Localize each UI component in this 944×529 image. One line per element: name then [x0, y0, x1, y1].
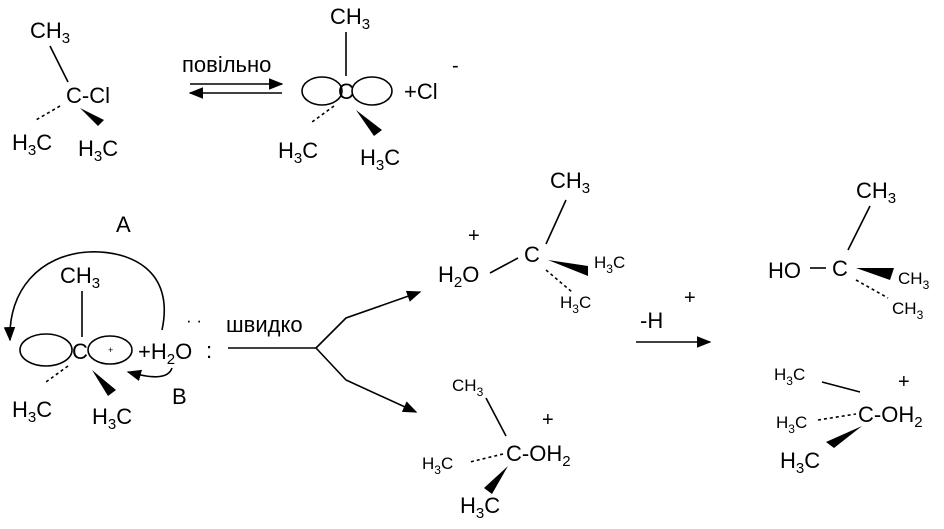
reactant-wedge-bond — [80, 108, 104, 126]
attack-lone-pair-right: : — [206, 338, 212, 363]
product-b-ch3-label: CH3 — [452, 376, 484, 399]
product-a-ch3-top: CH3 — [550, 168, 590, 197]
p-orbital-right-lobe — [351, 76, 393, 106]
reactant-tert-butyl-chloride: CH3 C-Cl H3C H3C — [12, 18, 118, 165]
nucleophilic-attack: A CH3 C + H3C H3C +H2O · · : B — [3, 212, 212, 433]
final-b-c-oh2-label: C-OH2 — [858, 402, 923, 431]
product-a-dashed-bond — [545, 269, 573, 293]
final-b-h3c-bottom: H3C — [780, 448, 820, 477]
carbocation-c-label: C — [338, 79, 354, 104]
product-a-h3c-bottom: H3C — [560, 293, 591, 316]
product-a-bond-ch3 — [545, 199, 567, 245]
attack-ch3-label: CH3 — [60, 263, 100, 292]
product-b-h3c-left: H3C — [422, 454, 453, 477]
carbocation-ch3-label: CH3 — [330, 4, 370, 33]
step1-condition-slow: повільно — [182, 52, 271, 77]
reactant-dashed-bond — [35, 105, 61, 121]
product-a-bond-o — [489, 257, 519, 274]
attack-orbital-left-lobe — [19, 333, 73, 367]
product-b-c-oh2-label: C-OH2 — [506, 441, 571, 470]
reactant-ch3-label: CH3 — [30, 18, 70, 47]
final-a-wedge-bond — [856, 268, 894, 280]
final-b-charge: + — [898, 371, 910, 393]
final-b-wedge-bond — [826, 426, 862, 448]
product-a-charge: + — [468, 225, 480, 247]
chloride-label: +Cl — [404, 79, 438, 104]
final-a-bond-ch3 — [847, 205, 871, 251]
reactant-h3c-left: H3C — [12, 130, 52, 159]
protonated-product-b: CH3 + C-OH2 H3C H3C — [422, 376, 571, 522]
product-a-c-label: C — [524, 242, 540, 267]
final-a-ch3-top: CH3 — [856, 178, 896, 207]
product-a-h3c-right: H3C — [594, 253, 625, 276]
final-b-bond-top — [821, 381, 861, 393]
attack-label-b: B — [172, 384, 187, 409]
final-b-dashed-bond — [817, 413, 857, 421]
attack-water-label: +H2O — [138, 339, 192, 368]
product-b-h3c-bottom: H3C — [460, 493, 500, 522]
reactant-c-cl-label: C-Cl — [66, 83, 110, 108]
product-b-wedge-bond — [484, 466, 508, 494]
final-a-c-label: C — [832, 256, 848, 281]
reactant-bond-ch3 — [49, 45, 69, 83]
attack-arrow-b — [126, 367, 173, 381]
step2-condition-fast: швидко — [226, 312, 303, 337]
step2-branch: швидко — [226, 290, 422, 413]
step1-equilibrium: повільно — [182, 52, 284, 99]
final-b-h3c-top: H3C — [774, 365, 805, 388]
attack-arrow-a — [3, 251, 165, 342]
carbocation-h3c-left: H3C — [278, 138, 318, 167]
step3-charge: + — [684, 287, 696, 309]
final-a-dashed-bond — [855, 279, 889, 299]
protonated-product-a: + H2O C CH3 H3C H3C — [438, 168, 625, 316]
attack-orbital-right-lobe — [87, 335, 133, 365]
carbocation-h3c-right: H3C — [360, 145, 400, 174]
final-a-ch3-right: CH3 — [898, 269, 930, 292]
attack-c-label: C — [72, 339, 88, 364]
final-product-alcohol: CH3 HO C CH3 CH3 — [768, 178, 930, 322]
branch-arrow-up — [315, 290, 422, 349]
product-b-dashed-bond — [469, 453, 504, 463]
attack-wedge-bond — [92, 370, 116, 396]
chloride-charge: - — [452, 55, 459, 77]
attack-h3c-right: H3C — [92, 404, 132, 433]
product-a-water-label: H2O — [438, 262, 479, 291]
step3-condition: -H — [640, 308, 663, 333]
attack-plus-sign: + — [108, 345, 113, 355]
step3-deprotonation: -H + — [636, 287, 712, 348]
final-b-h3c-mid: H3C — [776, 413, 807, 436]
product-b-bond-ch3 — [485, 397, 507, 437]
final-a-ch3-bottom: CH3 — [892, 299, 924, 322]
attack-label-a: A — [116, 212, 131, 237]
attack-h3c-left: H3C — [12, 397, 52, 426]
branch-arrow-down — [315, 347, 418, 413]
attack-dashed-bond — [45, 365, 69, 383]
carbocation-intermediate: CH3 C H3C H3C +Cl - — [278, 4, 459, 174]
attack-lone-pair-top: · · — [186, 311, 202, 330]
final-product-protonated: H3C + H3C C-OH2 H3C — [774, 365, 923, 477]
carbocation-wedge-bond — [356, 110, 382, 136]
final-a-ho-label: HO — [768, 258, 801, 283]
product-a-wedge-bond — [548, 260, 588, 276]
carbocation-dashed-bond — [311, 105, 335, 123]
product-b-charge: + — [542, 409, 554, 431]
p-orbital-left-lobe — [301, 76, 343, 106]
reactant-h3c-right: H3C — [78, 136, 118, 165]
